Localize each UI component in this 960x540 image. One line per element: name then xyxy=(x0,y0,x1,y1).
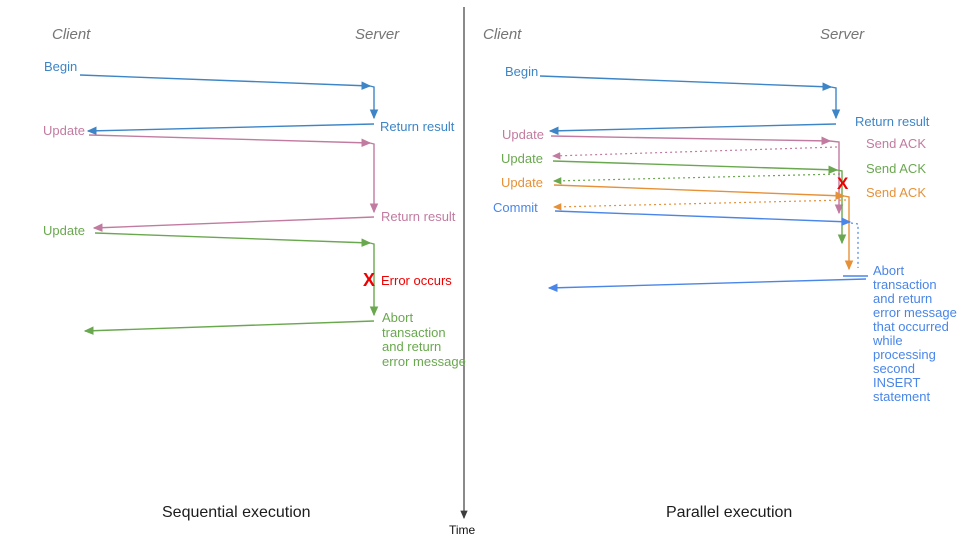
left-return-result-2-arrow xyxy=(92,216,375,232)
left-update1-label: Update xyxy=(43,123,85,138)
right-update-1-processing-line xyxy=(829,140,844,215)
left-begin-arrow xyxy=(79,74,372,90)
right-send-ack1-label: Send ACK xyxy=(866,136,926,151)
right-update3-label: Update xyxy=(501,175,543,190)
right-send-ack2-label: Send ACK xyxy=(866,161,926,176)
left-update-2-arrow xyxy=(94,232,372,247)
right-return-result-label: Return result xyxy=(855,114,930,129)
left-update-1-arrow xyxy=(88,134,372,148)
right-client-header: Client xyxy=(483,26,522,43)
right-diagram-title: Parallel execution xyxy=(666,504,793,521)
left-server-header: Server xyxy=(355,26,400,43)
right-begin-arrow xyxy=(539,75,833,91)
right-update-3-processing-line xyxy=(843,195,854,271)
right-update-2-arrow xyxy=(552,160,839,175)
left-client-header: Client xyxy=(52,26,91,43)
left-return-result2-label: Return result xyxy=(381,209,456,224)
right-abort-return-arrow xyxy=(547,278,867,293)
right-server-header: Server xyxy=(820,26,865,43)
right-update-1-arrow xyxy=(550,135,832,146)
left-abort-label: Abort transaction and return error messa… xyxy=(382,310,466,369)
right-update-3-arrow xyxy=(553,184,846,200)
left-error-label: Error occurs xyxy=(381,273,452,288)
right-begin-label: Begin xyxy=(505,64,539,79)
right-commit-label: Commit xyxy=(493,200,538,215)
left-begin-label: Begin xyxy=(44,59,78,74)
left-update-2-processing-line xyxy=(369,242,379,317)
left-error-x-mark: X xyxy=(363,270,376,290)
right-commit-dotted-wait-line xyxy=(850,222,859,268)
right-send-ack-3-dotted-arrow xyxy=(552,199,847,211)
left-begin-processing-line xyxy=(369,85,379,120)
left-return-result1-label: Return result xyxy=(380,119,455,134)
right-send-ack3-label: Send ACK xyxy=(866,185,926,200)
left-diagram-title: Sequential execution xyxy=(162,504,311,521)
right-commit-arrow xyxy=(554,210,852,226)
right-send-ack-2-dotted-arrow xyxy=(552,173,841,185)
left-abort-return-arrow xyxy=(83,320,375,335)
right-return-result-arrow xyxy=(548,123,837,136)
left-update2-label: Update xyxy=(43,223,85,238)
right-error-x-mark: X xyxy=(837,174,849,193)
right-begin-processing-line xyxy=(830,86,841,120)
left-update-1-processing-line xyxy=(369,142,379,214)
left-return-result-1-arrow xyxy=(86,123,375,136)
right-update1-label: Update xyxy=(502,127,544,142)
right-send-ack-1-dotted-arrow xyxy=(551,146,838,160)
right-abort-label: Abort transaction and return error messa… xyxy=(873,263,957,404)
right-update2-label: Update xyxy=(501,151,543,166)
time-axis-label: Time xyxy=(449,523,476,537)
